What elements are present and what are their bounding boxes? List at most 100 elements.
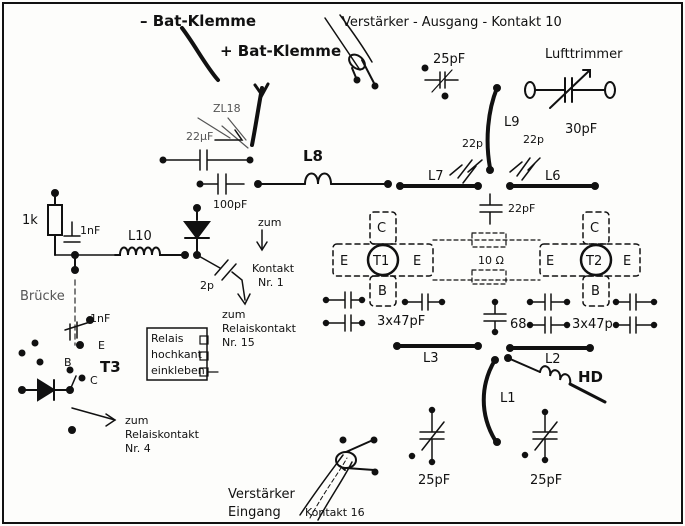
label-c100pf: 100pF: [213, 198, 247, 211]
label-l8: L8: [303, 147, 323, 165]
label-t1-c: C: [377, 221, 386, 236]
label-c25pf-br: 25pF: [530, 473, 562, 488]
capacitor-22pf-mid: [479, 193, 503, 225]
label-kontakt16: Kontakt 16: [305, 506, 365, 519]
capacitor-22p-right: [509, 157, 541, 181]
minus-battery-lead: [180, 26, 220, 82]
label-t2-b: B: [591, 284, 600, 299]
label-l10: L10: [128, 229, 152, 244]
label-c3x47-right: 3x47p: [572, 317, 613, 332]
label-t3: T3: [100, 358, 121, 376]
label-hd: HD: [578, 368, 603, 386]
zener-zl18: [197, 117, 249, 149]
capacitors-3x47p-right: [526, 293, 658, 334]
resistor-10ohm: [432, 232, 541, 285]
t1-body: [366, 243, 400, 277]
label-zum-kontakt-2: Kontakt: [252, 262, 295, 275]
label-c25pf-bl: 25pF: [418, 473, 450, 488]
label-t2-e-right: E: [623, 254, 631, 269]
capacitor-22uf: [159, 149, 254, 171]
label-relais-3: einkleben: [151, 364, 205, 377]
label-relais-2: hochkant: [151, 348, 203, 361]
label-c22p-right: 22p: [523, 133, 544, 146]
label-bruecke: Brücke: [20, 289, 65, 304]
transistor-t3: [18, 339, 86, 382]
label-zum-relais15-1: zum: [222, 308, 245, 321]
label-verstaerker-eingang-2: Eingang: [228, 505, 281, 520]
capacitors-3x47pf-left: [322, 291, 446, 332]
label-l9: L9: [504, 115, 520, 130]
label-t3-b: B: [64, 356, 72, 369]
relais-box: [146, 327, 219, 381]
label-zum-kontakt-1: zum: [258, 216, 281, 229]
label-lufttrimmer-value: 30pF: [565, 122, 597, 137]
resistor-1k: [47, 189, 63, 256]
diode-bottom: [18, 375, 77, 402]
label-r1k: 1k: [22, 213, 38, 228]
label-t1-e-right: E: [413, 254, 421, 269]
label-zum-relais4-1: zum: [125, 414, 148, 427]
trimmer-25pf-bottom-right: [521, 408, 558, 464]
label-relais-1: Relais: [151, 332, 184, 345]
ground-rail-left: [54, 251, 116, 274]
label-cap-25pf-top: 25pF: [433, 52, 465, 67]
label-l1: L1: [500, 391, 516, 406]
label-minus-bat: – Bat-Klemme: [140, 12, 256, 30]
arrow-relais-4: [68, 407, 117, 434]
choke-hd: [504, 354, 607, 404]
label-l3: L3: [423, 351, 439, 366]
label-c22p-left: 22p: [462, 137, 483, 150]
arrow-kontakt-1: [256, 229, 268, 252]
output-cable: [324, 14, 379, 90]
capacitor-100pf: [196, 173, 245, 195]
trimmer-25pf-bottom-left: [408, 406, 445, 466]
inductor-l10: [114, 246, 189, 259]
inductor-l9: [485, 84, 501, 174]
label-t1: T1: [372, 254, 389, 269]
label-c1nf-mid: 1nF: [90, 312, 110, 325]
air-trimmer: [524, 69, 616, 109]
capacitor-1nf-mid: [64, 316, 94, 341]
label-zum-relais4-2: Relaiskontakt: [125, 428, 200, 441]
inductor-l6: [506, 182, 599, 190]
label-c2p: 2p: [200, 279, 214, 292]
t2-body: [579, 243, 613, 277]
label-l6: L6: [545, 169, 561, 184]
label-zum-relais15-2: Relaiskontakt: [222, 322, 297, 335]
label-verstaerker-ausgang: Verstärker - Ausgang - Kontakt 10: [342, 15, 562, 30]
input-cable: [299, 436, 379, 521]
label-plus-bat: + Bat-Klemme: [220, 42, 341, 60]
inductor-l8: [254, 172, 392, 188]
label-l7: L7: [428, 169, 444, 184]
label-zum-kontakt-3: Nr. 1: [258, 276, 284, 289]
label-zum-relais4-3: Nr. 4: [125, 442, 151, 455]
label-t3-e: E: [98, 339, 105, 352]
trimmer-25pf-top: [421, 64, 459, 100]
plus-battery-lead: [250, 82, 270, 147]
label-t2-c: C: [590, 221, 599, 236]
label-t2: T2: [585, 254, 602, 269]
label-c22pf-mid: 22pF: [508, 202, 535, 215]
inductor-l2: [506, 344, 594, 352]
diode-top: [183, 204, 211, 259]
label-c22uf: 22µF: [186, 130, 213, 143]
label-lufttrimmer: Lufttrimmer: [545, 47, 623, 62]
label-zum-relais15-3: Nr. 15: [222, 336, 255, 349]
label-t1-b: B: [378, 284, 387, 299]
label-c3x47-left: 3x47pF: [377, 314, 425, 329]
label-r10: 10 Ω: [478, 254, 504, 267]
inductor-l7: [396, 182, 482, 190]
label-c1nf-top: 1nF: [80, 224, 100, 237]
inductor-l1: [481, 356, 501, 446]
capacitor-2p: [196, 254, 251, 306]
label-l2: L2: [545, 352, 561, 367]
inductor-l3: [393, 342, 482, 350]
capacitor-1nf-top: [63, 221, 81, 243]
label-zl18: ZL18: [213, 102, 241, 115]
label-t1-e-left: E: [340, 254, 348, 269]
label-t2-e-left: E: [546, 254, 554, 269]
label-t3-c: C: [90, 374, 98, 387]
